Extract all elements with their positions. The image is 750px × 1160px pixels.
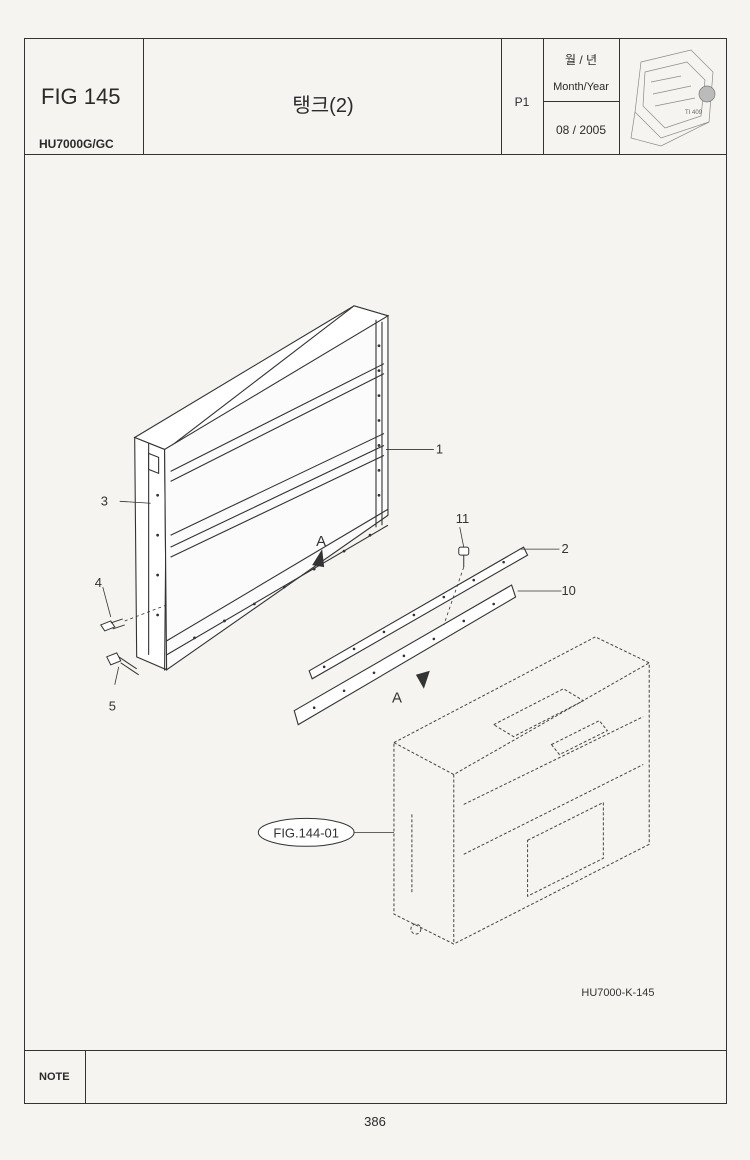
model-name: HU7000G/GC <box>39 137 114 151</box>
date-box: 월 / 년 Month/Year 08 / 2005 <box>543 39 619 154</box>
bolt-holes-strip <box>312 560 505 709</box>
divider <box>543 39 544 154</box>
page-number: 386 <box>364 1114 386 1129</box>
seal-strip-part <box>293 546 529 726</box>
exploded-view-drawing: A A 1 2 3 4 5 10 <box>95 305 654 999</box>
view-marker-arrows <box>312 549 430 689</box>
tank-frame-part <box>133 305 390 671</box>
assembly-line <box>443 566 465 626</box>
figure-number: FIG 145 <box>41 84 121 109</box>
callout-label: 1 <box>436 441 443 456</box>
callout-label: 10 <box>561 583 575 598</box>
drawing-code: HU7000-K-145 <box>581 987 654 999</box>
reference-assembly-part <box>393 636 650 945</box>
page-title: 탱크(2) <box>292 95 354 117</box>
reference-label-oval <box>257 817 355 847</box>
callout-label: 11 <box>456 511 469 526</box>
leader-lines <box>102 449 562 833</box>
parts-sheet: FIG 145 HU7000G/GC 탱크(2) P1 월 / 년 Month/… <box>24 38 727 1104</box>
bolt-part <box>100 618 139 676</box>
divider <box>143 39 144 154</box>
view-marker-label: A <box>392 690 402 707</box>
thumbnail-image: TI 409 <box>630 49 716 147</box>
assembly-line <box>124 604 167 622</box>
date-label-english: Month/Year <box>553 81 609 93</box>
callout-label: 2 <box>561 541 568 556</box>
reference-label: FIG.144-01 <box>273 825 339 840</box>
divider <box>619 39 620 154</box>
callout-label: 3 <box>101 493 108 508</box>
divider <box>501 39 502 154</box>
bolt-holes-frame <box>156 344 381 640</box>
divider <box>85 1051 86 1103</box>
note-row: NOTE <box>25 1050 726 1103</box>
callout-label: 4 <box>95 575 102 590</box>
callout-label: 5 <box>109 699 116 714</box>
divider <box>543 101 619 102</box>
thumbnail-label: TI 409 <box>685 110 703 116</box>
date-label-korean: 월 / 년 <box>564 53 598 67</box>
note-label: NOTE <box>39 1071 70 1083</box>
page-indicator: P1 <box>514 95 530 109</box>
highlight-marker <box>698 85 716 103</box>
view-marker-label: A <box>316 533 326 550</box>
header: FIG 145 HU7000G/GC 탱크(2) P1 월 / 년 Month/… <box>25 39 726 155</box>
date-value: 08 / 2005 <box>555 123 607 137</box>
screw-part <box>458 546 470 568</box>
